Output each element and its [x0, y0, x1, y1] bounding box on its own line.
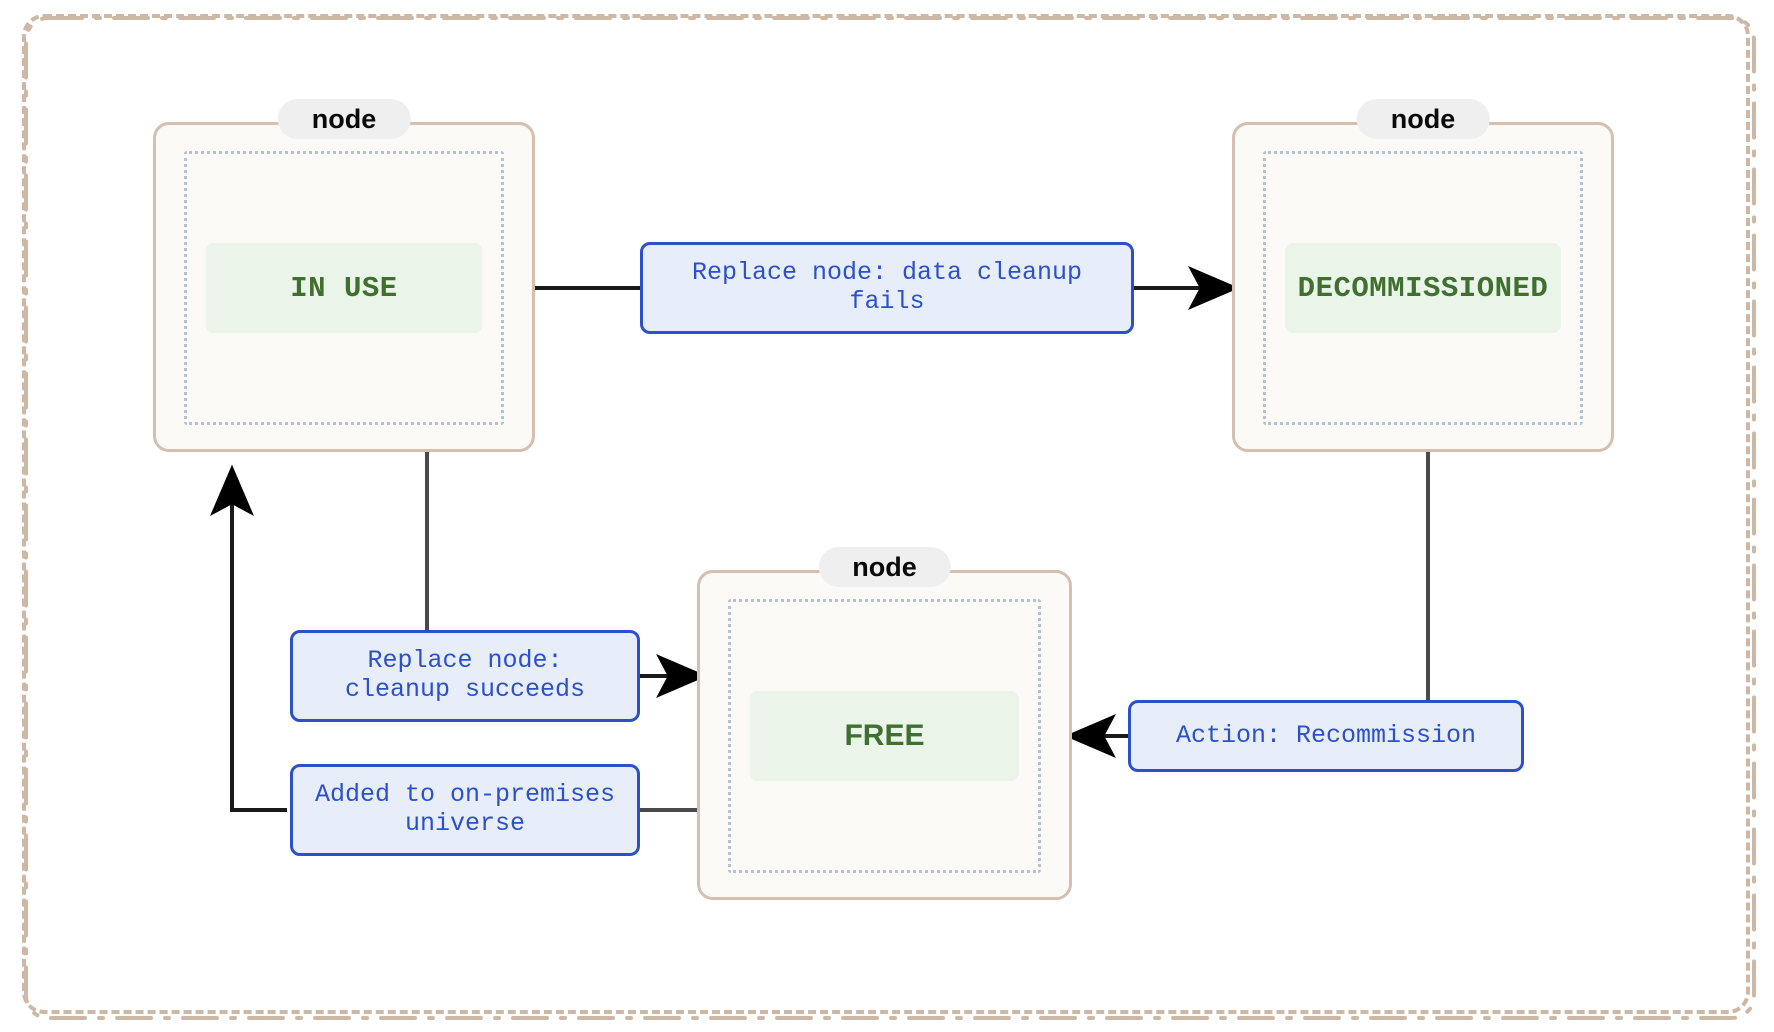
- edge-t3-to-in-use: [210, 464, 287, 812]
- state-inner-border-free: [728, 599, 1041, 873]
- state-group-decommissioned[interactable]: node DECOMMISSIONED: [1232, 99, 1614, 452]
- state-group-title-decommissioned: node: [1356, 99, 1490, 139]
- state-group-title-in-use: node: [277, 99, 411, 139]
- state-chip-free[interactable]: FREE: [750, 691, 1019, 781]
- state-inner-border-in-use: [184, 151, 504, 425]
- transition-label-replace-node-data-cleanup-fails[interactable]: Replace node: data cleanup fails: [640, 242, 1134, 334]
- state-chip-in-use[interactable]: IN USE: [206, 243, 482, 333]
- transition-label-replace-node-cleanup-succeeds[interactable]: Replace node: cleanup succeeds: [290, 630, 640, 722]
- state-group-title-free: node: [818, 547, 951, 587]
- transition-label-added-to-on-premises-universe[interactable]: Added to on-premises universe: [290, 764, 640, 856]
- state-chip-decommissioned[interactable]: DECOMMISSIONED: [1285, 243, 1561, 333]
- transition-label-action-recommission[interactable]: Action: Recommission: [1128, 700, 1524, 772]
- state-group-in-use[interactable]: node IN USE: [153, 99, 535, 452]
- state-inner-border-decommissioned: [1263, 151, 1583, 425]
- state-group-free[interactable]: node FREE: [697, 547, 1072, 900]
